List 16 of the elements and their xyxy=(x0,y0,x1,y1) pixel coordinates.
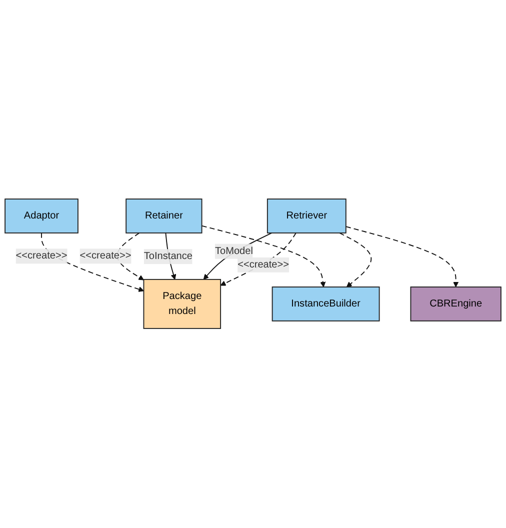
edge-label: <<create>> xyxy=(16,250,68,262)
node-box: Package model xyxy=(143,279,222,330)
arrow xyxy=(201,226,326,288)
edge-label: <<create>> xyxy=(238,259,289,270)
edge-label: <<create>> xyxy=(80,250,132,262)
arrow xyxy=(220,232,296,286)
node-box: Retainer xyxy=(126,198,202,234)
node-box: Retriever xyxy=(266,198,346,234)
node-box: InstanceBuilder xyxy=(272,286,380,322)
node-box: Adaptor xyxy=(4,198,78,234)
arrow xyxy=(339,232,372,288)
node-box: CBREngine xyxy=(410,286,502,322)
edge-label: ToInstance xyxy=(144,251,193,262)
edge-label: ToModel xyxy=(214,246,253,257)
arrow xyxy=(345,226,459,288)
arrow xyxy=(203,232,272,280)
